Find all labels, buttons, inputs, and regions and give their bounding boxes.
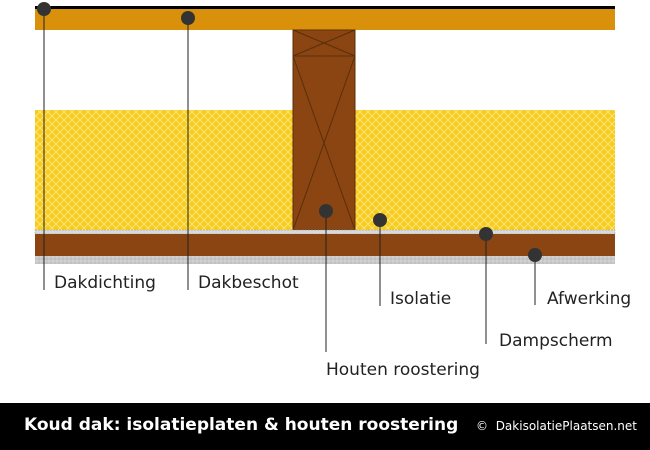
insulation-layer-right bbox=[355, 110, 615, 230]
callout-lines bbox=[43, 9, 536, 352]
label-afwerking: Afwerking bbox=[547, 289, 631, 309]
roof-deck-layer bbox=[35, 8, 615, 30]
ceiling-board-layer bbox=[35, 234, 615, 256]
copyright-symbol: © bbox=[476, 419, 489, 433]
label-dakdichting: Dakdichting bbox=[54, 273, 156, 293]
callout-marker-dakdichting bbox=[37, 2, 51, 16]
label-isolatie: Isolatie bbox=[390, 289, 451, 309]
footer-credit: © DakisolatiePlaatsen.net bbox=[476, 419, 637, 433]
label-houten-roostering: Houten roostering bbox=[326, 360, 480, 380]
vapor-barrier-layer bbox=[34, 229, 616, 235]
callout-marker-dampscherm bbox=[479, 227, 493, 241]
footer-bar: Koud dak: isolatieplaten & houten rooste… bbox=[0, 403, 650, 450]
callout-marker-isolatie bbox=[373, 213, 387, 227]
callout-marker-houten-roostering bbox=[319, 204, 333, 218]
callout-marker-dakbeschot bbox=[181, 11, 195, 25]
label-dakbeschot: Dakbeschot bbox=[198, 273, 299, 293]
roof-membrane-layer bbox=[35, 6, 615, 9]
callout-marker-afwerking bbox=[528, 248, 542, 262]
roof-cross-section-diagram: Dakdichting Dakbeschot Isolatie Afwerkin… bbox=[34, 2, 631, 380]
label-dampscherm: Dampscherm bbox=[499, 331, 613, 351]
wooden-batten bbox=[292, 29, 356, 231]
finish-layer bbox=[35, 256, 615, 264]
footer-title: Koud dak: isolatieplaten & houten rooste… bbox=[24, 415, 459, 435]
footer-credit-text: DakisolatiePlaatsen.net bbox=[495, 419, 637, 433]
insulation-layer-left bbox=[35, 110, 293, 230]
